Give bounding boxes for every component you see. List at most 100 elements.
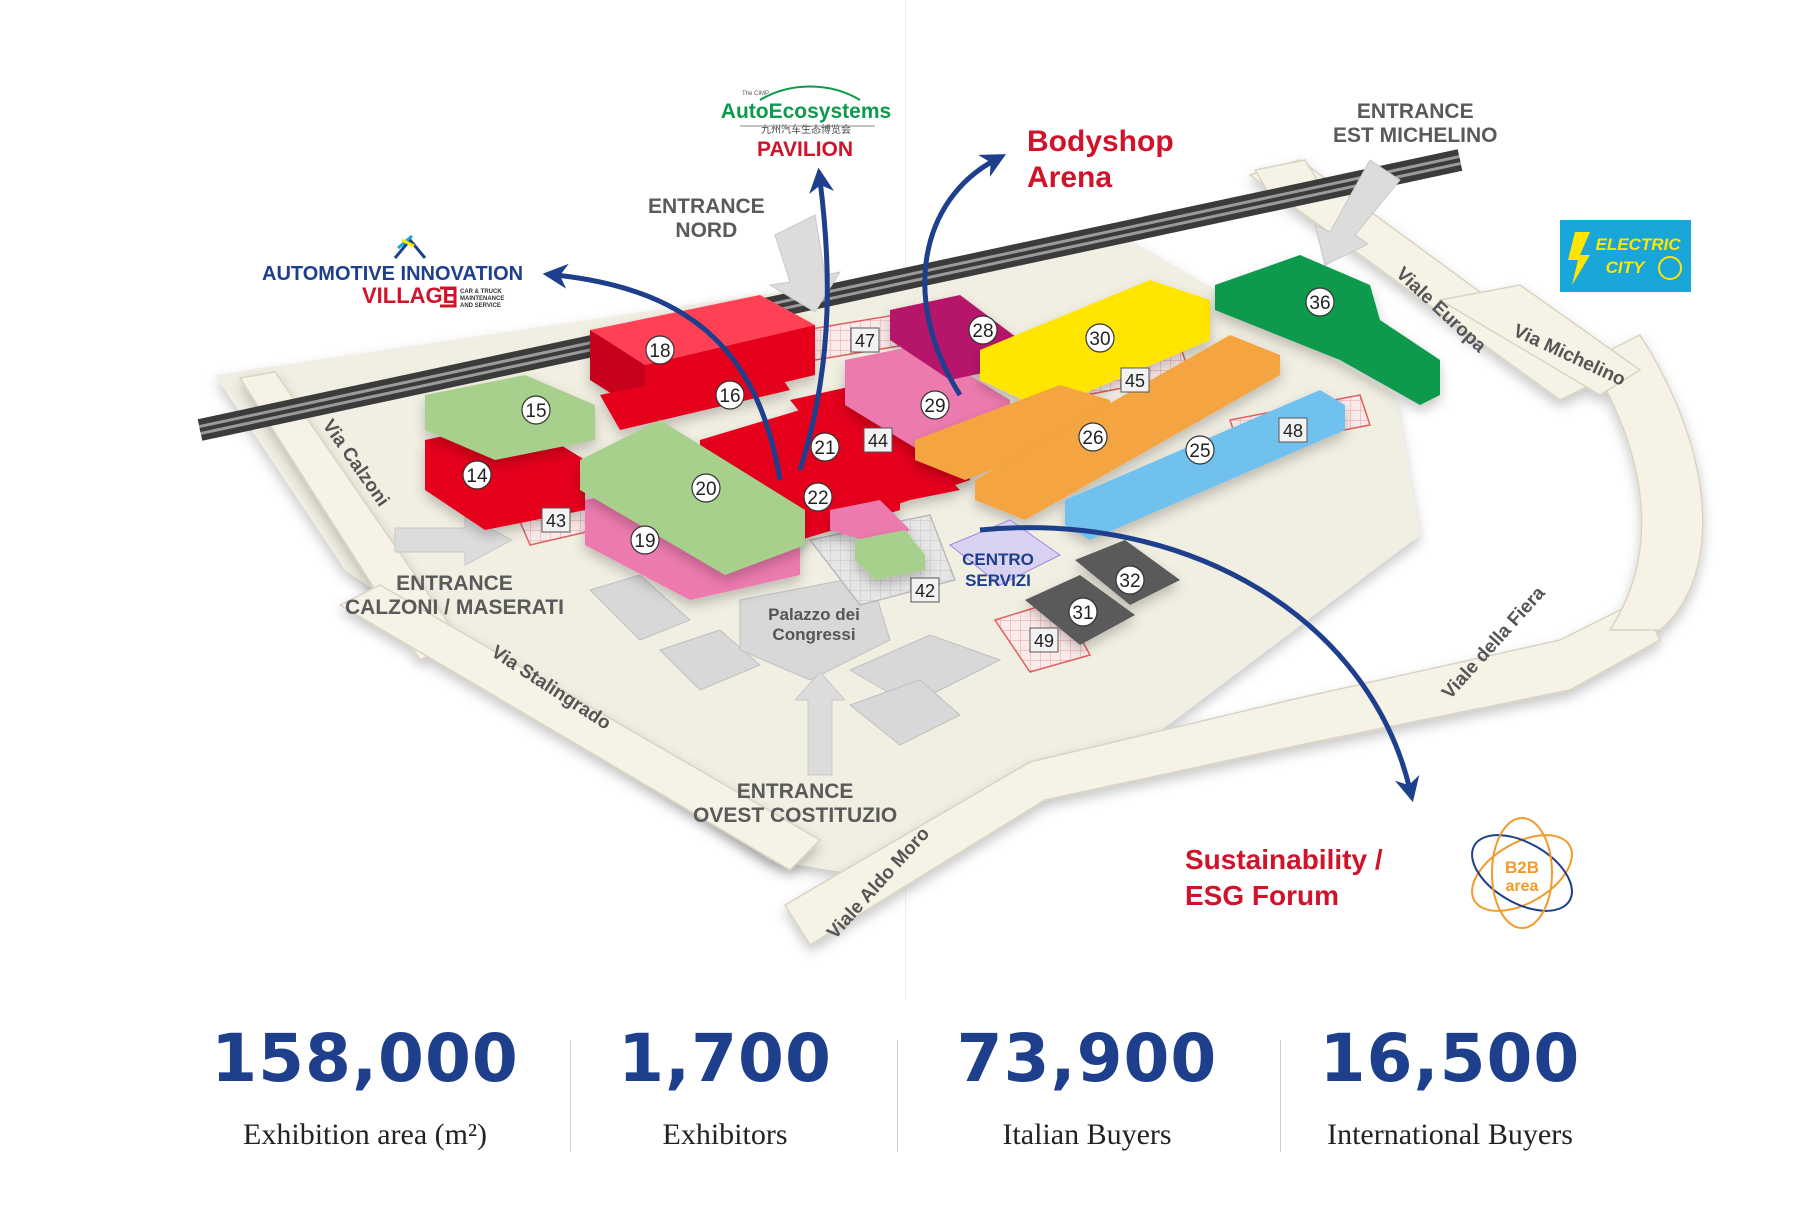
hall-marker-18: 18 <box>645 335 675 365</box>
area-marker-42: 42 <box>910 577 940 603</box>
palazzo-label-2: Congressi <box>772 625 855 644</box>
area-number: 45 <box>1125 371 1145 391</box>
hall-marker-circle <box>1115 565 1145 595</box>
area-marker-box <box>863 427 893 453</box>
aiv-line-1: AUTOMOTIVE INNOVATION <box>262 263 523 285</box>
hall-marker-21: 21 <box>810 432 840 462</box>
entrance-nord-line-1: ENTRANCE <box>648 195 765 218</box>
stat-exhibitors-value: 1,700 <box>618 1020 832 1097</box>
entrance-ovest-label: ENTRANCE OVEST COSTITUZIO <box>693 780 897 828</box>
stat-international-buyers-value: 16,500 <box>1319 1020 1581 1097</box>
electric-city-line-1: ELECTRIC <box>1596 235 1682 254</box>
hall-number: 18 <box>649 341 670 362</box>
area-marker-43: 43 <box>541 507 571 533</box>
hall-number: 14 <box>466 466 488 487</box>
hall-marker-circle <box>1068 597 1098 627</box>
area-marker-box <box>1278 417 1308 443</box>
service-building <box>589 574 691 641</box>
hall-marker-25: 25 <box>1185 435 1215 465</box>
bodyshop-line-2: Arena <box>1027 161 1113 194</box>
autoeco-name: AutoEcosystems <box>721 100 891 123</box>
feature-arrows <box>542 154 1420 803</box>
hall-marker-circle <box>920 390 950 420</box>
hall-marker-16: 16 <box>715 380 745 410</box>
entrance-ovest-arrow <box>793 671 847 776</box>
area-marker-45: 45 <box>1120 367 1150 393</box>
entrance-est-line-2: EST MICHELINO <box>1333 124 1498 147</box>
arrow-to-bodyshop <box>922 154 1007 397</box>
hall-number: 22 <box>807 488 828 509</box>
hall-marker-19: 19 <box>630 525 660 555</box>
stat-italian-buyers-caption: Italian Buyers <box>1002 1118 1172 1151</box>
fairground-map: 14 15 16 18 19 20 21 22 25 26 28 29 30 31 32 36 42 43 44 4… <box>197 85 1704 947</box>
palazzo-label-1: Palazzo dei <box>768 605 860 624</box>
autoeco-top: The CIMP <box>742 91 769 97</box>
area-number: 48 <box>1283 421 1303 441</box>
hall-marker-26: 26 <box>1078 422 1108 452</box>
road-viale-aldo-moro <box>783 598 1661 947</box>
hall-green-small <box>855 530 925 580</box>
arrow-to-esg <box>979 525 1420 803</box>
arrow-to-aiv <box>542 263 783 481</box>
hall-markers: 14 15 16 18 19 20 21 22 25 26 28 29 30 31 32 36 <box>462 287 1335 627</box>
hall-number: 31 <box>1072 603 1093 624</box>
stat-exhibitors-caption: Exhibitors <box>662 1118 788 1151</box>
hall-marker-31: 31 <box>1068 597 1098 627</box>
aiv-sub-2: MAINTENANCE <box>460 296 504 302</box>
service-building <box>659 629 761 691</box>
hall-marker-circle <box>645 335 675 365</box>
hall-26-north <box>915 385 1110 480</box>
pavilion-label: PAVILION <box>757 138 854 161</box>
hall-marker-22: 22 <box>803 482 833 512</box>
area-marker-box <box>1120 367 1150 393</box>
area-number: 49 <box>1034 631 1054 651</box>
hall-number: 19 <box>634 531 655 552</box>
hall-20 <box>580 420 805 575</box>
hall-marker-28: 28 <box>968 315 998 345</box>
hall-marker-circle <box>630 525 660 555</box>
hall-marker-circle <box>810 432 840 462</box>
building-labels: Palazzo dei Congressi CENTRO SERVIZI <box>768 550 1034 644</box>
green-halls <box>425 375 925 580</box>
hall-marker-circle <box>1185 435 1215 465</box>
autoeco-cn: 九州汽车生态博览会 <box>761 123 851 136</box>
area-marker-box <box>541 507 571 533</box>
hall-25 <box>1065 390 1345 540</box>
hall-marker-circle <box>1078 422 1108 452</box>
b2b-line-2: area <box>1506 878 1539 895</box>
centro-label-1: CENTRO <box>962 550 1034 569</box>
hall-marker-circle <box>462 460 492 490</box>
b2b-area-logo: B2B area <box>1471 817 1573 929</box>
hall-marker-30: 30 <box>1085 323 1115 353</box>
hall-number: 21 <box>814 438 835 459</box>
stat-divider <box>897 1040 898 1152</box>
entrance-nord-label: ENTRANCE NORD <box>648 195 765 243</box>
hall-number: 29 <box>924 396 945 417</box>
area-number: 47 <box>855 331 875 351</box>
road-via-michelino <box>1437 284 1642 396</box>
gray-buildings <box>589 574 1002 746</box>
entrance-calzoni-label: ENTRANCE CALZONI / MASERATI <box>345 572 564 620</box>
hall-number: 28 <box>972 321 993 342</box>
hall-marker-36: 36 <box>1305 287 1335 317</box>
hall-marker-circle <box>521 395 551 425</box>
area-marker-44: 44 <box>863 427 893 453</box>
area-number: 43 <box>546 511 566 531</box>
hall-marker-15: 15 <box>521 395 551 425</box>
esg-line-2: ESG Forum <box>1185 880 1340 911</box>
electric-city-logo: ELECTRIC CITY <box>1560 220 1691 292</box>
hall-marker-circle <box>803 482 833 512</box>
area-marker-48: 48 <box>1278 417 1308 443</box>
road-viale-della-fiera <box>1588 334 1704 631</box>
area-number: 42 <box>915 581 935 601</box>
stat-divider <box>1280 1040 1281 1152</box>
centro-label-2: SERVIZI <box>965 571 1031 590</box>
area-marker-box <box>910 577 940 603</box>
hall-number: 20 <box>695 479 716 500</box>
entrance-ovest-line-1: ENTRANCE <box>736 780 854 803</box>
area-marker-49: 49 <box>1029 627 1059 653</box>
entrance-nord-line-2: NORD <box>675 219 738 242</box>
hall-marker-32: 32 <box>1115 565 1145 595</box>
area-number: 44 <box>868 431 888 451</box>
hall-marker-circle <box>1305 287 1335 317</box>
